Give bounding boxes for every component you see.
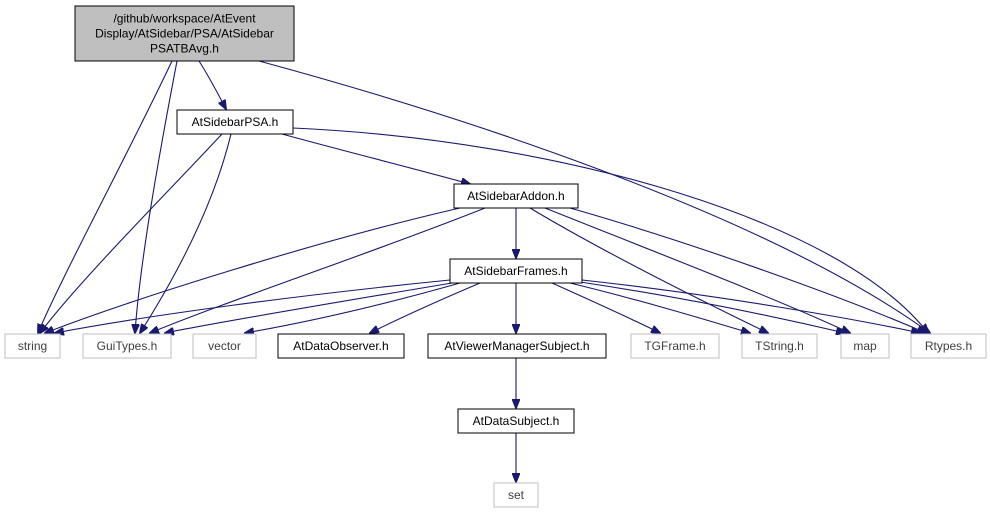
node-subject[interactable]: AtDataSubject.h bbox=[457, 408, 575, 434]
node-string: string bbox=[4, 333, 61, 359]
node-box-psa bbox=[176, 109, 294, 135]
node-label-root: /github/workspace/AtEvent bbox=[113, 12, 256, 26]
edge-root-to-guitypes bbox=[135, 60, 178, 333]
edge-addon-to-string bbox=[45, 207, 461, 333]
node-label-tgframe: TGFrame.h bbox=[644, 339, 705, 353]
node-box-observer bbox=[277, 333, 405, 359]
node-addon[interactable]: AtSidebarAddon.h bbox=[453, 183, 579, 209]
node-tstring: TString.h bbox=[741, 333, 818, 359]
node-label-rtypes: Rtypes.h bbox=[925, 339, 972, 353]
node-box-root bbox=[74, 5, 295, 62]
edge-psa-to-addon bbox=[281, 133, 470, 184]
nodes-layer: /github/workspace/AtEventDisplay/AtSideb… bbox=[4, 5, 987, 508]
node-box-vector bbox=[192, 333, 257, 359]
edge-root-to-psa bbox=[198, 60, 226, 109]
node-box-tstring bbox=[741, 333, 818, 359]
edge-frames-to-tstring bbox=[569, 282, 750, 333]
node-set: set bbox=[493, 482, 539, 508]
edge-psa-to-rtypes bbox=[292, 127, 928, 333]
node-box-rtypes bbox=[910, 333, 987, 359]
node-label-string: string bbox=[18, 339, 47, 353]
node-rtypes: Rtypes.h bbox=[910, 333, 987, 359]
node-label-frames: AtSidebarFrames.h bbox=[464, 264, 567, 278]
node-label-addon: AtSidebarAddon.h bbox=[467, 189, 564, 203]
node-label-psa: AtSidebarPSA.h bbox=[192, 115, 279, 129]
node-vector: vector bbox=[192, 333, 257, 359]
edge-frames-to-guitypes bbox=[165, 282, 453, 333]
edge-addon-to-rtypes bbox=[569, 207, 926, 333]
edge-psa-to-string bbox=[40, 133, 223, 333]
node-label-guitypes: GuiTypes.h bbox=[97, 339, 158, 353]
node-label-subject: AtDataSubject.h bbox=[473, 414, 560, 428]
node-tgframe: TGFrame.h bbox=[630, 333, 720, 359]
edge-root-to-rtypes bbox=[258, 60, 930, 333]
node-box-frames bbox=[449, 258, 583, 284]
edge-addon-to-guitypes bbox=[150, 207, 486, 333]
edge-frames-to-vector bbox=[245, 282, 461, 333]
node-box-addon bbox=[453, 183, 579, 209]
edge-frames-to-map bbox=[579, 281, 845, 333]
node-label-root: Display/AtSidebar/PSA/AtSidebar bbox=[95, 27, 274, 41]
edge-frames-to-rtypes bbox=[581, 279, 920, 333]
node-label-tstring: TString.h bbox=[755, 339, 804, 353]
edge-root-to-string bbox=[38, 60, 173, 333]
node-root[interactable]: /github/workspace/AtEventDisplay/AtSideb… bbox=[74, 5, 295, 62]
node-label-vector: vector bbox=[208, 339, 241, 353]
node-box-viewer bbox=[427, 333, 607, 359]
edge-addon-to-map bbox=[544, 207, 850, 333]
edges-layer bbox=[38, 60, 930, 482]
node-label-map: map bbox=[853, 339, 877, 353]
edge-frames-to-observer bbox=[370, 282, 481, 333]
node-frames[interactable]: AtSidebarFrames.h bbox=[449, 258, 583, 284]
node-psa[interactable]: AtSidebarPSA.h bbox=[176, 109, 294, 135]
edge-addon-to-tstring bbox=[529, 207, 768, 333]
node-box-string bbox=[4, 333, 61, 359]
node-guitypes: GuiTypes.h bbox=[82, 333, 172, 359]
node-label-root: PSATBAvg.h bbox=[150, 42, 219, 56]
node-box-map bbox=[840, 333, 890, 359]
edge-frames-to-tgframe bbox=[551, 282, 660, 333]
node-box-subject bbox=[457, 408, 575, 434]
node-map: map bbox=[840, 333, 890, 359]
edge-frames-to-string bbox=[55, 279, 451, 333]
node-box-guitypes bbox=[82, 333, 172, 359]
node-label-viewer: AtViewerManagerSubject.h bbox=[444, 339, 589, 353]
node-viewer[interactable]: AtViewerManagerSubject.h bbox=[427, 333, 607, 359]
edge-psa-to-guitypes bbox=[140, 133, 232, 333]
node-box-set bbox=[493, 482, 539, 508]
node-label-set: set bbox=[508, 488, 525, 502]
node-label-observer: AtDataObserver.h bbox=[293, 339, 388, 353]
node-box-tgframe bbox=[630, 333, 720, 359]
node-observer[interactable]: AtDataObserver.h bbox=[277, 333, 405, 359]
